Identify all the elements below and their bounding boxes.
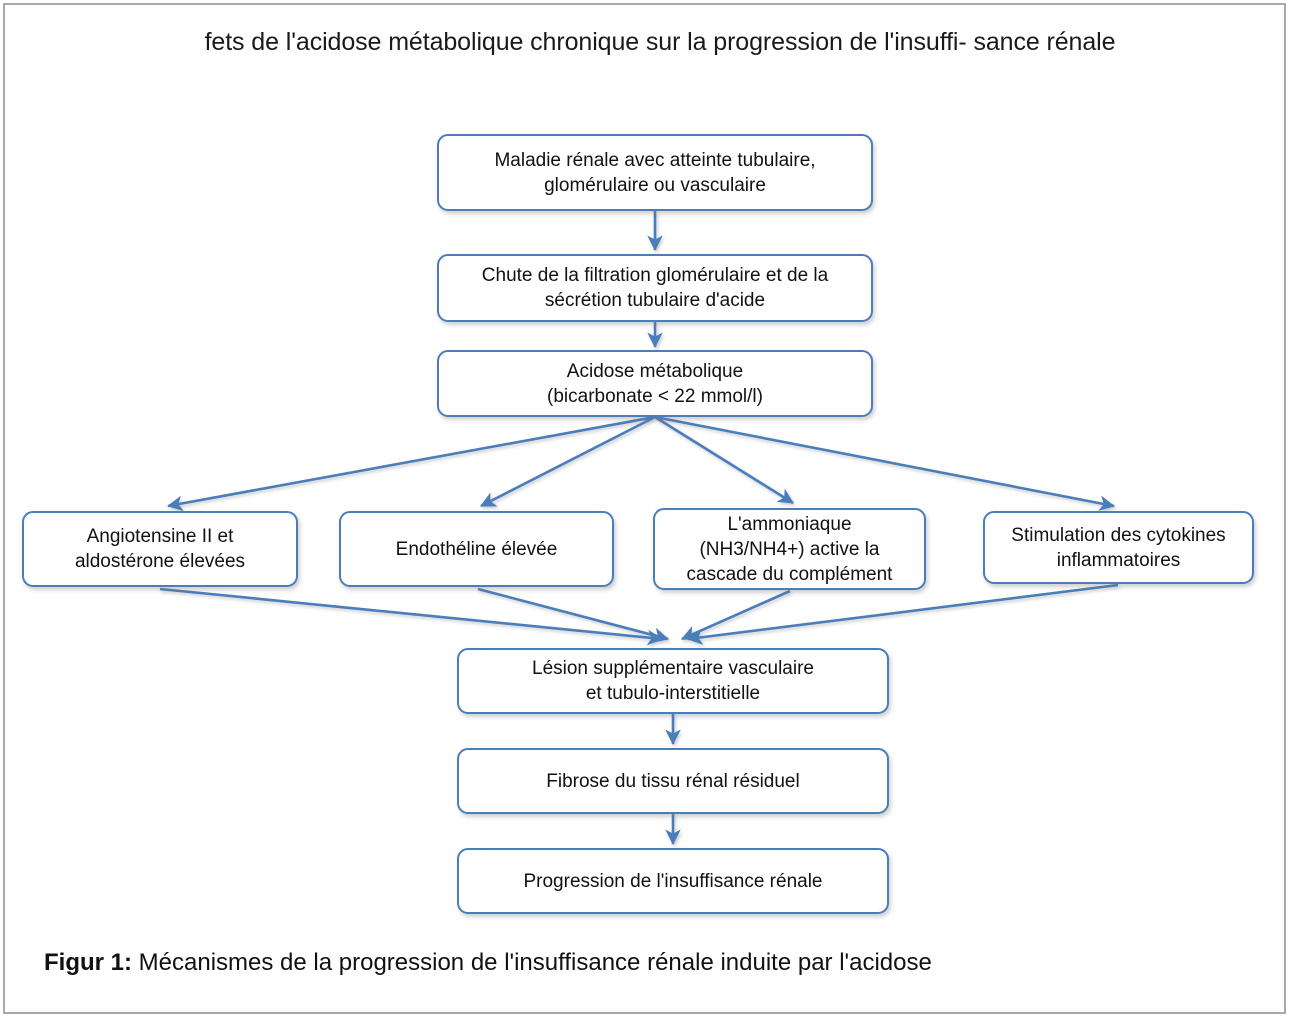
figure-caption-label: Figur 1:: [44, 949, 132, 976]
node-angiotensine[interactable]: Angiotensine II et aldostérone élevées: [22, 511, 298, 587]
node-maladie-renale[interactable]: Maladie rénale avec atteinte tubulaire, …: [437, 134, 873, 211]
node-endotheline[interactable]: Endothéline élevée: [339, 511, 614, 587]
node-lesion-supplementaire-label: Lésion supplémentaire vasculaire et tubu…: [532, 658, 814, 704]
node-endotheline-label: Endothéline élevée: [395, 538, 558, 560]
node-chute-filtration-label: Chute de la filtration glomérulaire et d…: [481, 265, 829, 311]
node-cytokines[interactable]: Stimulation des cytokines inflammatoires: [983, 511, 1254, 584]
figure-title: fets de l'acidose métabolique chronique …: [204, 28, 1116, 56]
node-lesion-supplementaire[interactable]: Lésion supplémentaire vasculaire et tubu…: [457, 648, 889, 714]
node-angiotensine-label: Angiotensine II et aldostérone élevées: [74, 526, 246, 572]
node-progression-label: Progression de l'insuffisance rénale: [523, 870, 823, 892]
node-chute-filtration[interactable]: Chute de la filtration glomérulaire et d…: [437, 254, 873, 322]
node-progression[interactable]: Progression de l'insuffisance rénale: [457, 848, 889, 914]
node-ammoniaque[interactable]: L'ammoniaque (NH3/NH4+) active la cascad…: [653, 508, 926, 590]
node-ammoniaque-label: L'ammoniaque (NH3/NH4+) active la cascad…: [686, 513, 893, 585]
node-acidose-metabolique-label: Acidose métabolique (bicarbonate < 22 mm…: [547, 360, 763, 407]
figure-caption: Figur 1: Mécanismes de la progression de…: [44, 948, 1244, 978]
node-cytokines-label: Stimulation des cytokines inflammatoires: [1011, 524, 1226, 571]
node-fibrose-label: Fibrose du tissu rénal résiduel: [546, 770, 800, 792]
node-acidose-metabolique[interactable]: Acidose métabolique (bicarbonate < 22 mm…: [437, 350, 873, 417]
node-fibrose[interactable]: Fibrose du tissu rénal résiduel: [457, 748, 889, 814]
node-maladie-renale-label: Maladie rénale avec atteinte tubulaire, …: [494, 149, 816, 196]
figure-caption-text: Mécanismes de la progression de l'insuff…: [132, 949, 932, 976]
